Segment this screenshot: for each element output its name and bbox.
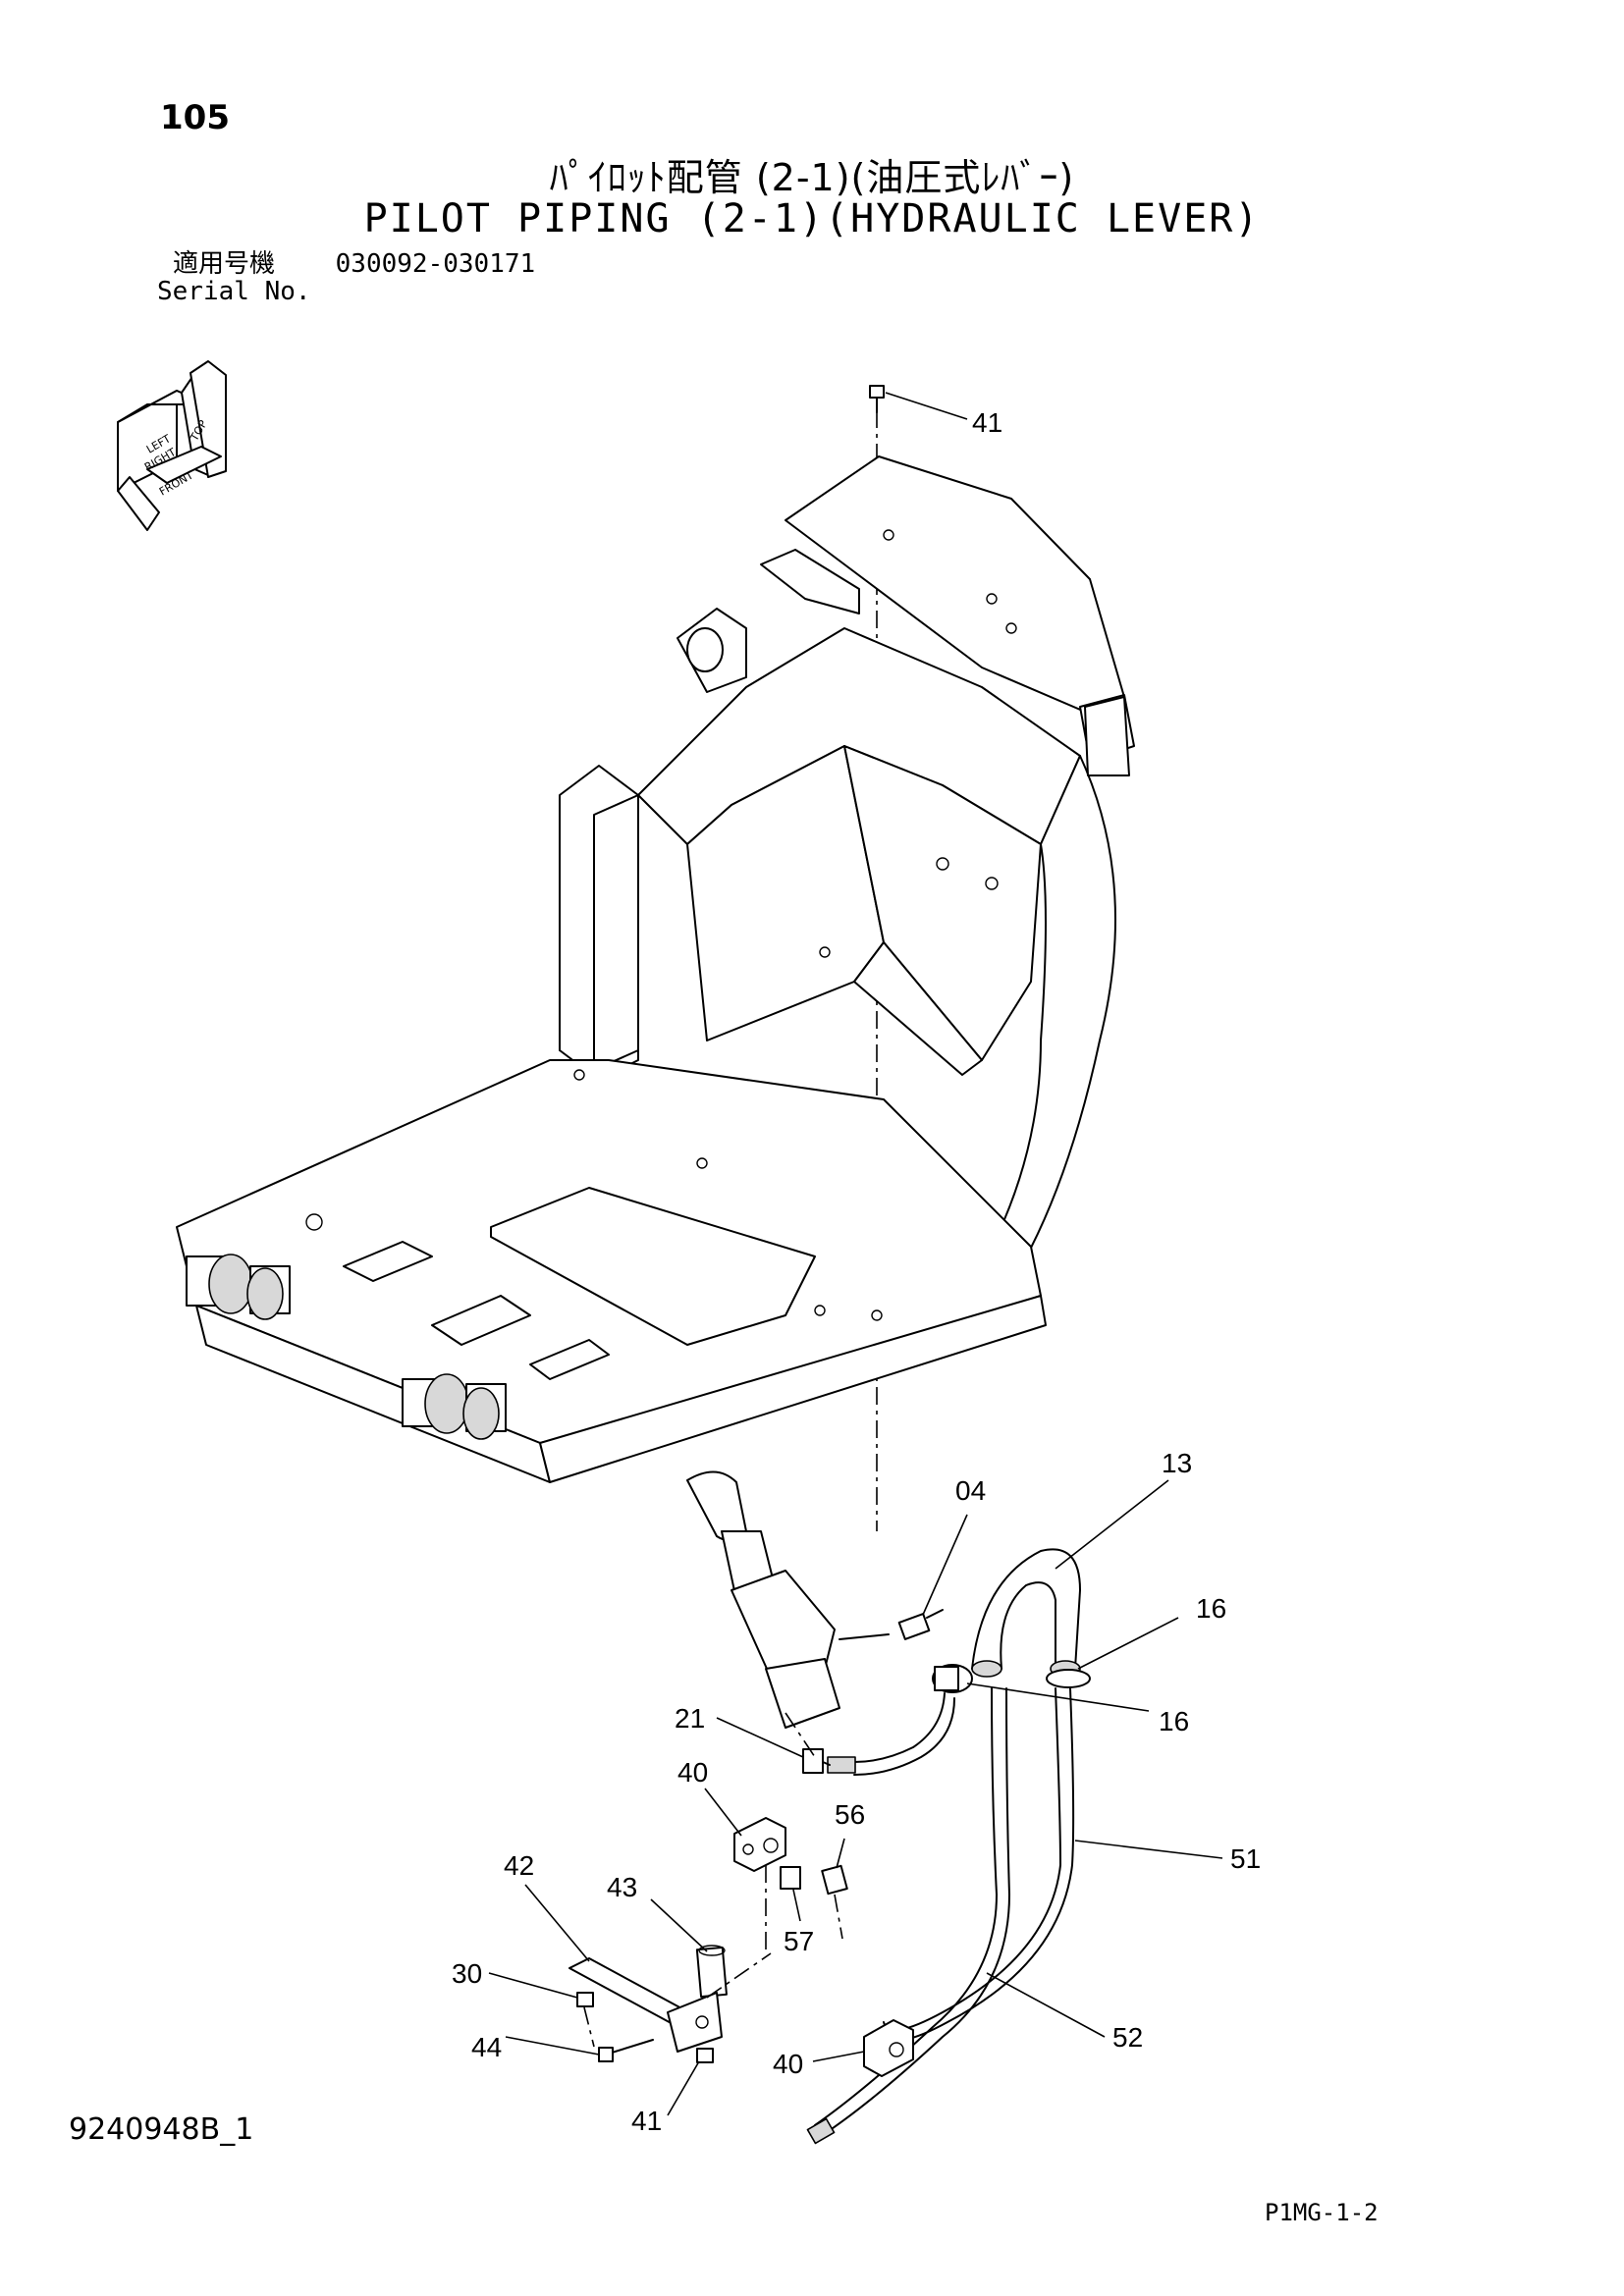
title-japanese: ﾊﾟｲﾛｯﾄ配管 (2-1)(油圧式ﾚﾊﾞｰ)	[549, 156, 1075, 199]
callout-56: 56	[835, 1799, 865, 1830]
document-code: 9240948B_1	[69, 2112, 254, 2147]
page-code: P1MG-1-2	[1265, 2199, 1379, 2226]
clamp-16-lower	[932, 1664, 973, 1693]
callout-57: 57	[784, 1926, 814, 1956]
bolt-41-top	[869, 385, 885, 413]
callout-42: 42	[504, 1850, 534, 1881]
elbow-21	[802, 1748, 831, 1774]
title-english: PILOT PIPING (2-1)(HYDRAULIC LEVER)	[363, 196, 1261, 241]
callout-43: 43	[607, 1872, 637, 1902]
adapter-04	[897, 1609, 944, 1640]
callout-13: 13	[1162, 1448, 1192, 1478]
serial-range: 030092-030171	[335, 249, 536, 279]
callout-51: 51	[1230, 1843, 1261, 1874]
serial-block: 適用号機 030092-030171 Serial No.	[157, 250, 535, 305]
bolt-41-lower	[696, 2048, 714, 2063]
bracket-42	[568, 1957, 723, 2053]
elbow-56	[821, 1864, 848, 1896]
construction-line	[706, 1952, 772, 1999]
callout-04: 04	[955, 1475, 986, 1506]
construction-line	[785, 1712, 816, 1758]
seat-stand-frame	[176, 455, 1135, 1483]
block-40-upper	[733, 1817, 786, 1872]
orientation-cube-icon: TOP LEFT RIGHT FRONT	[117, 360, 227, 531]
callout-40-upper: 40	[677, 1757, 708, 1788]
callout-41-top: 41	[972, 407, 1002, 438]
callout-41-lower: 41	[631, 2106, 662, 2136]
callout-16-lower: 16	[1159, 1706, 1189, 1736]
callout-44: 44	[471, 2032, 502, 2062]
construction-line	[834, 1894, 843, 1940]
bolt-30	[576, 1992, 594, 2007]
page-number: 105	[160, 98, 230, 137]
callout-21: 21	[675, 1703, 705, 1734]
clamp-16-upper	[1046, 1669, 1091, 1688]
hose-52	[814, 1687, 1010, 2136]
callout-40-lower: 40	[773, 2049, 803, 2079]
callout-52: 52	[1112, 2022, 1143, 2053]
bolt-44	[598, 2039, 654, 2062]
pilot-valve-lever	[686, 1470, 890, 1729]
serial-label-jp: 適用号機	[173, 249, 276, 279]
pipe-43	[695, 1945, 728, 1999]
callout-16-upper: 16	[1196, 1593, 1226, 1624]
serial-label-en: Serial No.	[157, 277, 311, 306]
adapter-57	[780, 1866, 801, 1890]
hose-51	[883, 1687, 1075, 2041]
block-40-lower	[863, 2019, 914, 2077]
leader-lines	[488, 392, 1223, 2116]
hose-short	[827, 1692, 955, 1776]
construction-line	[583, 2006, 595, 2048]
fitting-lower	[806, 2117, 836, 2145]
hose-13	[971, 1548, 1081, 1678]
callout-30: 30	[452, 1958, 482, 1989]
